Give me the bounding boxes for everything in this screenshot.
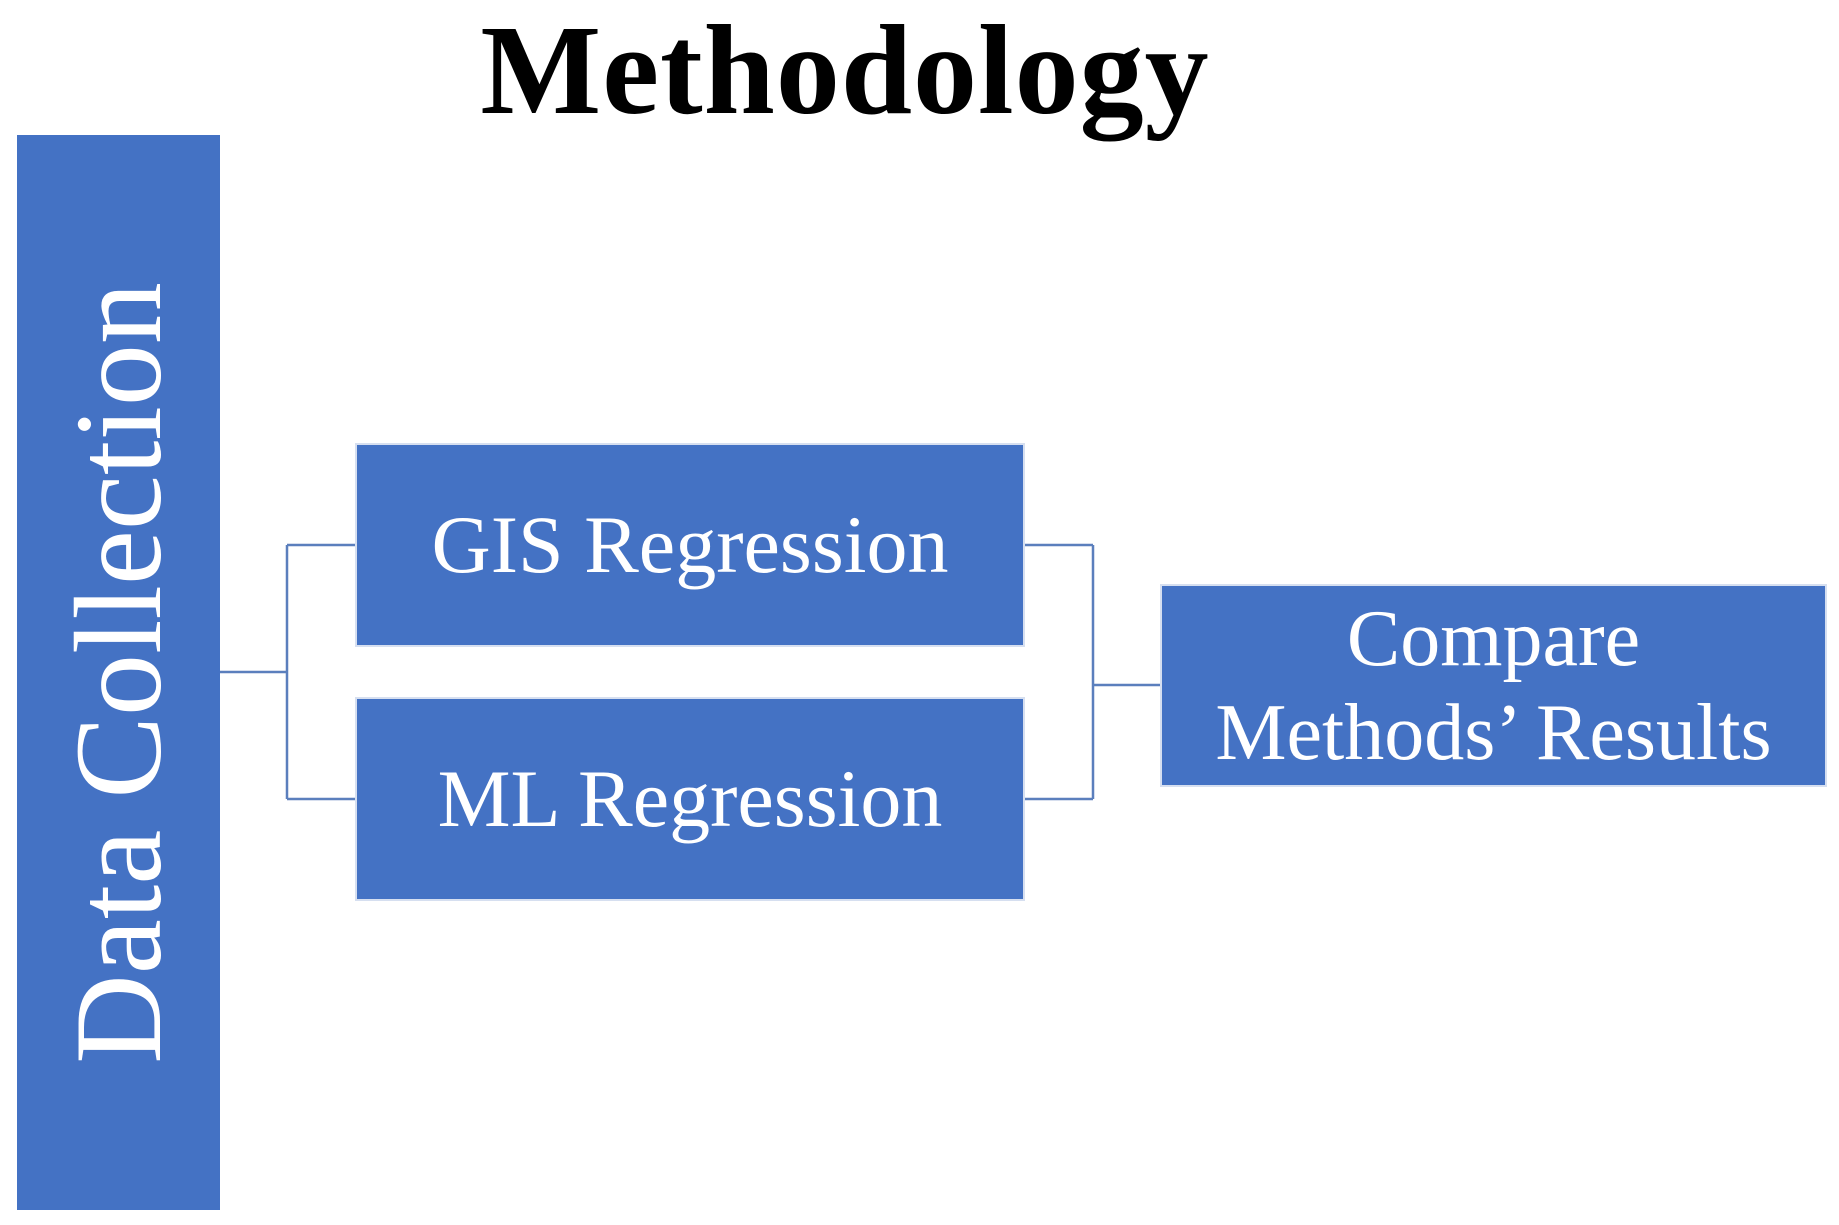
compare-results-box: Compare Methods’ Results <box>1160 584 1827 787</box>
data-collection-label: Data Collection <box>49 281 187 1064</box>
ml-regression-box: ML Regression <box>355 697 1025 901</box>
gis-regression-box: GIS Regression <box>355 443 1025 647</box>
compare-results-label: Compare Methods’ Results <box>1215 594 1772 777</box>
connector-data-to-branches <box>220 543 355 801</box>
connector-branches-to-compare <box>1025 543 1160 801</box>
ml-regression-label: ML Regression <box>437 753 943 844</box>
data-collection-box: Data Collection <box>17 135 220 1210</box>
gis-regression-label: GIS Regression <box>431 499 949 590</box>
diagram-title: Methodology <box>480 0 1210 141</box>
